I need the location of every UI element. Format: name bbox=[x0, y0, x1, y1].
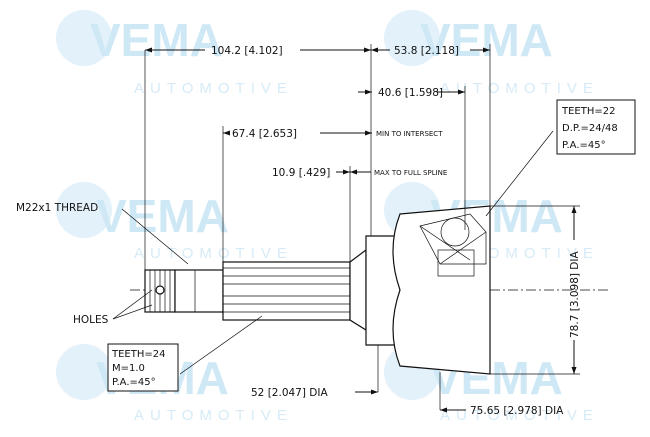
dim-inner-length: 40.6 [1.598] bbox=[378, 87, 443, 99]
dim-outer-dia: 75.65 [2.978] DIA bbox=[470, 405, 564, 417]
watermark-top-left: VEMA AUTOMOTIVE bbox=[56, 10, 293, 97]
spec-inner-teeth: TEETH=22 bbox=[561, 106, 615, 117]
leaders bbox=[112, 130, 554, 375]
spec-box-outer: TEETH=24 M=1.0 P.A.=45° bbox=[107, 343, 179, 392]
min-intersect-note: MIN TO INTERSECT bbox=[376, 130, 443, 138]
watermark-brand: VEMA bbox=[90, 14, 223, 66]
dim-min-intersect: 67.4 [2.653] bbox=[232, 128, 297, 140]
full-spline-note: MAX TO FULL SPLINE bbox=[374, 169, 447, 177]
holes-label: HOLES bbox=[73, 314, 109, 326]
spec-inner-pa: P.A.=45° bbox=[562, 140, 606, 151]
dimension-lines: 104.2 [4.102] 53.8 [2.118] 40.6 [1.598] … bbox=[144, 44, 581, 417]
shoulder bbox=[349, 248, 367, 332]
dim-bell-length: 53.8 [2.118] bbox=[394, 45, 459, 57]
watermark-sub: AUTOMOTIVE bbox=[440, 80, 599, 97]
watermark-brand: VEMA bbox=[420, 14, 553, 66]
watermark-sub: AUTOMOTIVE bbox=[440, 407, 599, 424]
watermark-group: VEMA AUTOMOTIVE VEMA AUTOMOTIVE VEMA AUT… bbox=[56, 10, 599, 424]
dim-full-spline: 10.9 [.429] bbox=[272, 167, 330, 179]
dim-shaft-dia: 52 [2.047] DIA bbox=[251, 387, 328, 399]
spec-outer-teeth: TEETH=24 bbox=[111, 349, 165, 360]
splined-shaft bbox=[222, 261, 351, 321]
watermark-top-right: VEMA AUTOMOTIVE bbox=[384, 10, 599, 97]
cv-joint-part bbox=[144, 205, 491, 375]
watermark-sub: AUTOMOTIVE bbox=[134, 407, 293, 424]
hole bbox=[155, 285, 165, 295]
dim-bell-dia: 78.7 [3.098] DIA bbox=[569, 251, 581, 338]
spec-inner-dp: D.P.=24/48 bbox=[562, 123, 618, 134]
watermark-sub: AUTOMOTIVE bbox=[134, 245, 293, 262]
dim-overall-length: 104.2 [4.102] bbox=[211, 45, 283, 57]
neck bbox=[174, 269, 224, 313]
spec-box-inner: TEETH=22 D.P.=24/48 P.A.=45° bbox=[556, 99, 636, 155]
watermark-mid-left: VEMA AUTOMOTIVE bbox=[56, 182, 293, 262]
thread-label: M22x1 THREAD bbox=[16, 202, 98, 214]
spec-outer-pa: P.A.=45° bbox=[112, 377, 156, 388]
bell-housing bbox=[392, 205, 491, 375]
watermark-sub: AUTOMOTIVE bbox=[134, 80, 293, 97]
spec-outer-module: M=1.0 bbox=[112, 363, 145, 374]
watermark-brand: VEMA bbox=[96, 190, 229, 242]
